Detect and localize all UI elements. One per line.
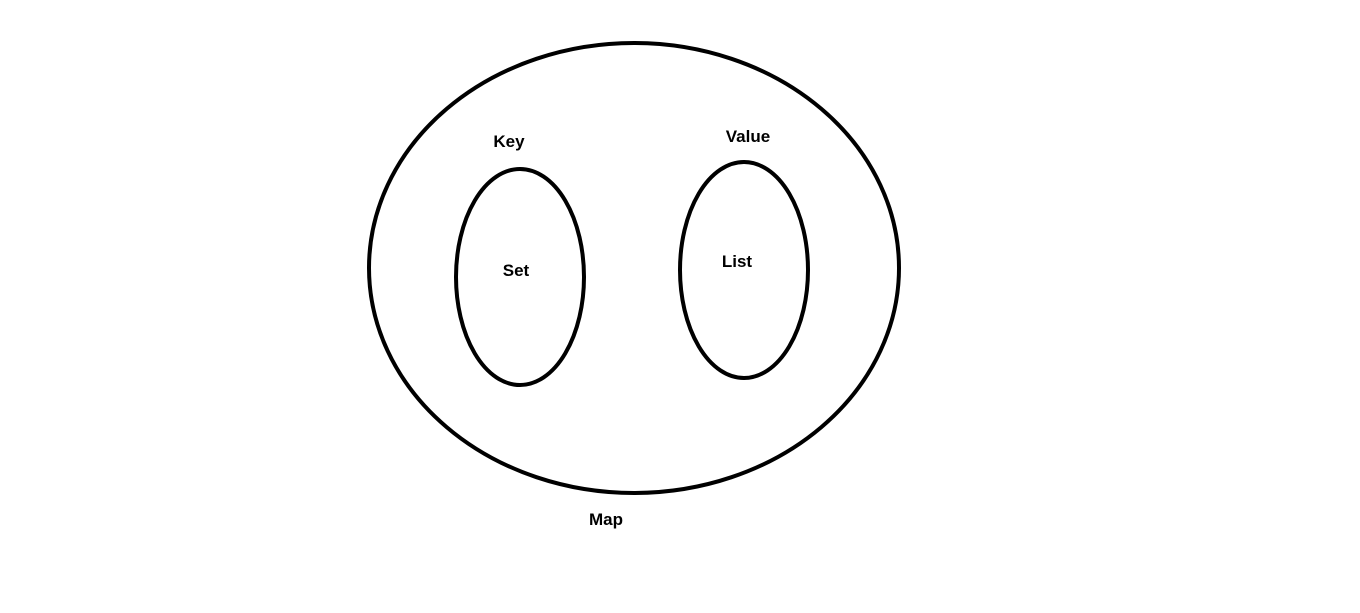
list-label: List	[722, 252, 753, 271]
map-ellipse	[367, 41, 901, 495]
key-label: Key	[493, 132, 525, 151]
set-label: Set	[503, 261, 530, 280]
map-label: Map	[589, 510, 623, 529]
set-ellipse	[454, 167, 586, 387]
list-ellipse	[678, 160, 810, 380]
value-label: Value	[726, 127, 770, 146]
